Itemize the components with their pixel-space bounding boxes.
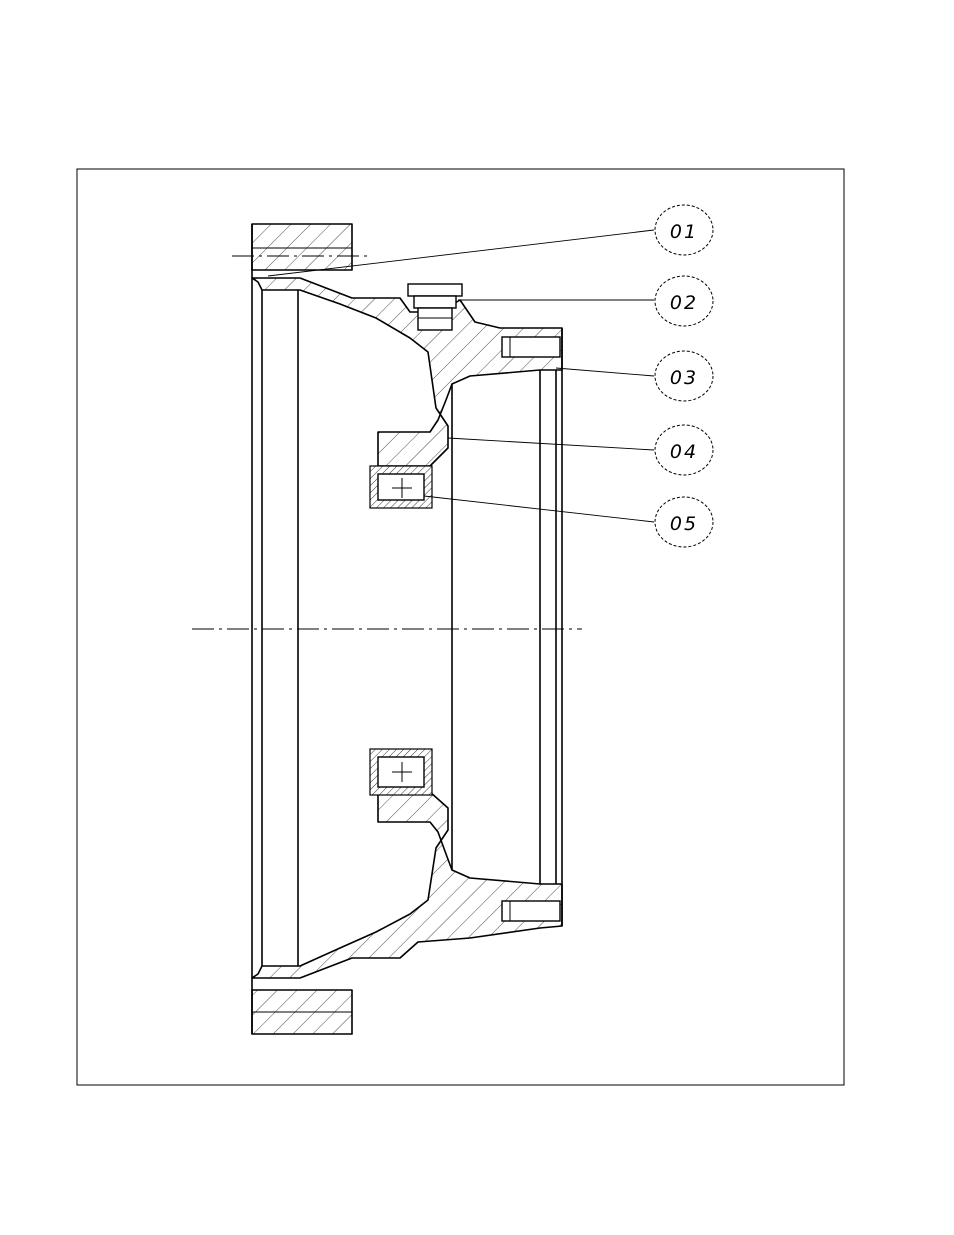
callout-02-label: 02	[670, 292, 698, 314]
callout-05: 05	[655, 497, 713, 547]
callout-02: 02	[655, 276, 713, 326]
callout-03-label: 03	[670, 367, 698, 389]
callout-01-label: 01	[670, 221, 698, 243]
callout-05-label: 05	[670, 513, 698, 535]
callout-01: 01	[655, 205, 713, 255]
callout-04: 04	[655, 425, 713, 475]
callout-04-label: 04	[670, 441, 698, 463]
callout-03: 03	[655, 351, 713, 401]
